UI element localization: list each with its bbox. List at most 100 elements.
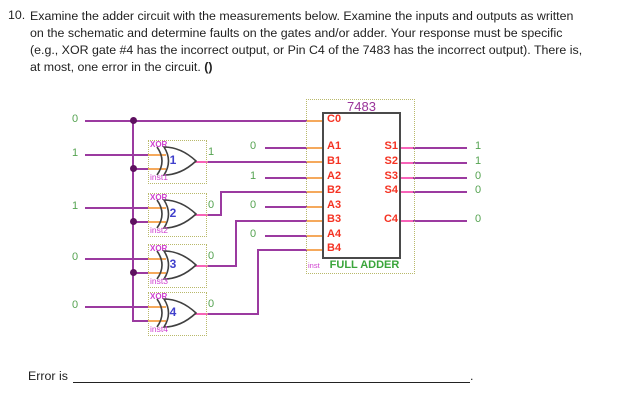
xor4-number: 4 bbox=[169, 305, 177, 319]
answer-blank[interactable] bbox=[72, 368, 470, 383]
wire-input-row4 bbox=[85, 258, 148, 260]
a1-input-value: 0 bbox=[249, 140, 257, 152]
xor3-in1-stub bbox=[148, 258, 166, 260]
adder-a3-stub bbox=[307, 206, 322, 208]
adder-a4-stub bbox=[307, 235, 322, 237]
wire-s1-output bbox=[413, 147, 467, 149]
wire-a2-input bbox=[265, 177, 307, 179]
input-value-row2: 1 bbox=[71, 147, 79, 159]
xor2-type-label: XOR bbox=[150, 193, 168, 202]
adder-pin-s4: S4 bbox=[384, 184, 398, 196]
xor-gate-4 bbox=[148, 292, 207, 336]
xor2-gate-shape bbox=[156, 199, 197, 229]
input-value-row5: 0 bbox=[71, 299, 79, 311]
a2-input-value: 1 bbox=[249, 170, 257, 182]
answer-period: . bbox=[469, 369, 474, 383]
xor2-in1-stub bbox=[148, 207, 166, 209]
question-line-1: Examine the adder circuit with the measu… bbox=[30, 9, 574, 23]
adder-body-box bbox=[322, 112, 401, 259]
xor3-output-value: 0 bbox=[207, 250, 215, 262]
question-line-4-text: at most, one error in the circuit. bbox=[30, 60, 205, 74]
input-value-c0: 0 bbox=[71, 113, 79, 125]
wire-xor2-to-b2 bbox=[220, 191, 307, 193]
adder-b2-stub bbox=[307, 191, 322, 193]
adder-pin-b1: B1 bbox=[327, 155, 342, 167]
s3-output-value: 0 bbox=[474, 170, 482, 182]
xor-gate-3 bbox=[148, 244, 207, 288]
adder-pin-c4: C4 bbox=[383, 213, 398, 225]
wire-c4-output bbox=[413, 220, 467, 222]
xor3-in2-stub bbox=[148, 272, 166, 274]
wire-input-row2 bbox=[85, 154, 148, 156]
xor1-in1-stub bbox=[148, 154, 166, 156]
junction-dot-4 bbox=[130, 269, 137, 276]
xor2-inst-label: inst2 bbox=[150, 225, 168, 235]
adder-a1-stub bbox=[307, 147, 322, 149]
wire-c0 bbox=[85, 120, 307, 122]
xor3-out-stub bbox=[194, 265, 210, 267]
xor2-in2-stub bbox=[148, 221, 166, 223]
adder-pin-b3: B3 bbox=[327, 213, 342, 225]
wire-xor2-out bbox=[208, 214, 222, 216]
junction-dot-3 bbox=[130, 218, 137, 225]
xor1-inst-label: inst1 bbox=[150, 172, 168, 182]
wire-xor4-to-b4 bbox=[257, 249, 307, 251]
s1-output-value: 1 bbox=[474, 140, 482, 152]
a3-input-value: 0 bbox=[249, 199, 257, 211]
adder-title: 7483 bbox=[347, 99, 376, 114]
adder-pin-a4: A4 bbox=[327, 228, 342, 240]
answer-label: Error is bbox=[28, 369, 68, 383]
xor3-type-label: XOR bbox=[150, 244, 168, 253]
wire-xor4-out bbox=[208, 313, 259, 315]
question-line-3: (e.g., XOR gate #4 has the incorrect out… bbox=[30, 43, 583, 57]
input-value-row4: 0 bbox=[71, 251, 79, 263]
adder-pin-c0: C0 bbox=[327, 113, 342, 125]
xor-gate-1 bbox=[148, 140, 207, 184]
a4-input-value: 0 bbox=[249, 228, 257, 240]
xor1-in2-stub bbox=[148, 168, 166, 170]
xor4-in1-stub bbox=[148, 306, 166, 308]
wire-input-row5 bbox=[85, 306, 148, 308]
adder-pin-s2: S2 bbox=[384, 155, 398, 167]
adder-b3-stub bbox=[307, 220, 322, 222]
xor3-number: 3 bbox=[169, 257, 177, 271]
adder-pin-b4: B4 bbox=[327, 242, 342, 254]
wire-s2-output bbox=[413, 162, 467, 164]
adder-c0-stub bbox=[307, 120, 322, 122]
wire-trunk-to-xor2 bbox=[133, 221, 148, 223]
xor3-inst-label: inst3 bbox=[150, 276, 168, 286]
junction-dot-1 bbox=[130, 117, 137, 124]
answer-line: Error is. bbox=[28, 368, 473, 383]
adder-s2-stub bbox=[401, 162, 413, 164]
wire-xor3-out bbox=[208, 265, 237, 267]
xor4-gate-shape bbox=[156, 298, 197, 328]
adder-pin-s3: S3 bbox=[384, 170, 398, 182]
adder-s4-stub bbox=[401, 191, 413, 193]
question-bold-suffix: () bbox=[204, 60, 213, 74]
adder-inst-label: inst bbox=[308, 261, 320, 270]
wire-xor3-riser bbox=[235, 220, 237, 267]
junction-dot-2 bbox=[130, 165, 137, 172]
xor2-out-stub bbox=[194, 214, 210, 216]
xor1-output-value: 1 bbox=[207, 146, 215, 158]
wire-a1-input bbox=[265, 147, 307, 149]
xor2-output-value: 0 bbox=[207, 199, 215, 211]
wire-a4-input bbox=[265, 235, 307, 237]
question-number: 10. bbox=[8, 8, 26, 22]
xor1-number: 1 bbox=[169, 153, 177, 167]
adder-a2-stub bbox=[307, 177, 322, 179]
xor1-out-stub bbox=[194, 161, 210, 163]
adder-pin-s1: S1 bbox=[384, 140, 398, 152]
adder-outline-box bbox=[306, 99, 415, 274]
xor4-out-stub bbox=[194, 313, 210, 315]
c4-output-value: 0 bbox=[474, 213, 482, 225]
adder-pin-a2: A2 bbox=[327, 170, 342, 182]
xor4-type-label: XOR bbox=[150, 292, 168, 301]
xor1-type-label: XOR bbox=[150, 140, 168, 149]
wire-xor1-to-b1 bbox=[208, 161, 307, 163]
wire-s4-output bbox=[413, 191, 467, 193]
s2-output-value: 1 bbox=[474, 155, 482, 167]
adder-b4-stub bbox=[307, 249, 322, 251]
wire-xor2-riser bbox=[220, 191, 222, 216]
